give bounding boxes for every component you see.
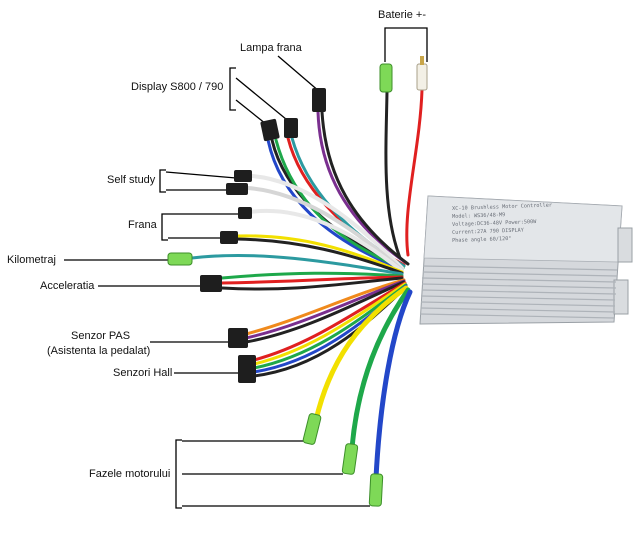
- wire-accel-2: [220, 275, 404, 285]
- label-senzor-pas-sub: (Asistenta la pedalat): [47, 345, 151, 357]
- label-lampa-frana: Lampa frana: [240, 42, 302, 54]
- wire-phase-yellow: [313, 285, 409, 423]
- label-frana: Frana: [128, 219, 157, 231]
- label-kilometraj: Kilometraj: [7, 254, 56, 266]
- display-pointer-1: [235, 77, 293, 125]
- wire-kilometraj: [190, 253, 404, 276]
- wire-battery-black: [384, 90, 402, 260]
- frana-bracket: [161, 213, 168, 241]
- label-display: Display S800 / 790: [131, 81, 224, 93]
- wire-hall-2: [252, 282, 407, 366]
- battery-pin-white: [420, 56, 424, 65]
- display-bracket: [229, 67, 236, 111]
- display-connector-1: [284, 118, 298, 138]
- hall-connector: [238, 355, 256, 383]
- wire-phase-green: [349, 287, 411, 451]
- label-acceleratia: Acceleratia: [40, 280, 95, 292]
- phase-connector-yellow: [302, 413, 322, 445]
- lampa-connector: [312, 88, 326, 112]
- fazele-bracket: [175, 439, 182, 509]
- label-senzori-hall: Senzori Hall: [113, 367, 173, 379]
- controller: [419, 195, 633, 325]
- wire-pas-3: [244, 280, 406, 344]
- wire-phase-blue: [373, 289, 413, 481]
- self-study-pointer-1: [165, 171, 237, 179]
- controller-mount-tab-bottom: [613, 279, 629, 315]
- label-fazele-motorului: Fazele motorului: [89, 468, 171, 480]
- wire-pas-1: [244, 278, 406, 336]
- wire-display-5: [274, 138, 405, 270]
- display-pointer-2: [235, 99, 267, 125]
- baterie-bracket: [384, 27, 428, 62]
- connectors: [167, 56, 428, 507]
- label-pointers: [64, 27, 428, 509]
- wire-display-4: [266, 138, 404, 271]
- controller-mount-tab-top: [617, 227, 633, 263]
- wire-frana-2: [234, 234, 404, 274]
- wire-frana-3: [234, 237, 404, 275]
- phase-connector-blue: [368, 473, 384, 507]
- label-baterie: Baterie +-: [378, 9, 426, 21]
- wire-selfstudy-2: [246, 186, 404, 272]
- label-self-study: Self study: [107, 174, 156, 186]
- battery-connector-white: [416, 63, 428, 91]
- wire-frana-1: [248, 208, 404, 273]
- frana-connector-2: [220, 231, 238, 244]
- pas-connector: [228, 328, 248, 348]
- wire-battery-red: [405, 88, 424, 257]
- self-study-connector-2: [226, 183, 248, 195]
- self-study-connector-1: [234, 170, 252, 182]
- wire-lampa-2: [320, 110, 410, 266]
- wire-hall-1: [252, 281, 407, 362]
- frana-connector-1: [238, 207, 252, 219]
- display-connector-2: [260, 118, 280, 142]
- wires: [190, 88, 424, 481]
- self-study-bracket: [159, 169, 166, 193]
- battery-connector-green: [379, 63, 393, 93]
- acceleratia-connector: [200, 275, 222, 292]
- wire-selfstudy-1: [250, 174, 404, 270]
- wire-pas-2: [244, 279, 406, 340]
- kilometraj-connector: [167, 252, 193, 266]
- lampa-frana-pointer: [277, 55, 321, 93]
- wire-accel-1: [220, 271, 404, 280]
- controller-fins: [419, 265, 618, 319]
- wire-accel-3: [220, 276, 404, 291]
- label-senzor-pas: Senzor PAS: [71, 330, 131, 342]
- phase-connector-green: [341, 443, 359, 475]
